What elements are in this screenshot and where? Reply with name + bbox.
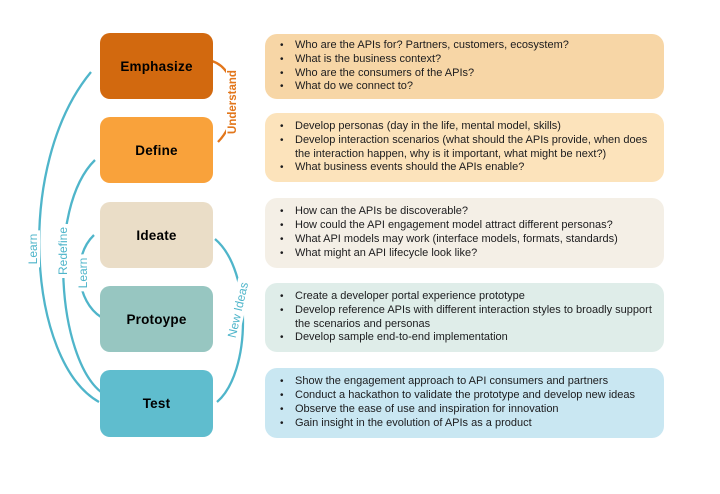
bullet-item: Show the engagement approach to API cons… <box>277 375 652 389</box>
arrow-label-new-ideas: New Ideas <box>224 277 252 343</box>
bullet-item: Create a developer portal experience pro… <box>277 290 652 304</box>
bullet-item: Conduct a hackathon to validate the prot… <box>277 389 652 403</box>
bullet-list-protoype: Create a developer portal experience pro… <box>277 290 652 345</box>
bullet-list-define: Develop personas (day in the life, menta… <box>277 120 652 175</box>
arrow-label-learn-inner: Learn <box>76 254 90 292</box>
arrow-label-learn-outer: Learn <box>26 230 40 268</box>
stage-label-ideate: Ideate <box>136 227 177 243</box>
stage-label-emphasize: Emphasize <box>120 58 193 74</box>
stage-box-emphasize: Emphasize <box>100 33 213 99</box>
stage-label-protoype: Protoype <box>126 311 187 327</box>
bullet-item: Gain insight in the evolution of APIs as… <box>277 417 652 431</box>
bullet-item: Develop sample end-to-end implementation <box>277 331 652 345</box>
bullet-item: What is the business context? <box>277 53 652 67</box>
bullet-item: Develop personas (day in the life, menta… <box>277 120 652 134</box>
bullet-item: What API models may work (interface mode… <box>277 233 652 247</box>
stage-box-test: Test <box>100 370 213 437</box>
bullet-list-test: Show the engagement approach to API cons… <box>277 375 652 430</box>
arrow-label-redefine: Redefine <box>56 223 70 279</box>
bullet-item: Observe the ease of use and inspiration … <box>277 403 652 417</box>
bullet-list-ideate: How can the APIs be discoverable?How cou… <box>277 205 652 260</box>
bullet-list-emphasize: Who are the APIs for? Partners, customer… <box>277 39 652 94</box>
stage-box-protoype: Protoype <box>100 286 213 352</box>
panel-define: Develop personas (day in the life, menta… <box>265 113 664 182</box>
bullet-item: How can the APIs be discoverable? <box>277 205 652 219</box>
stage-box-define: Define <box>100 117 213 183</box>
panel-test: Show the engagement approach to API cons… <box>265 368 664 438</box>
bullet-item: Who are the APIs for? Partners, customer… <box>277 39 652 53</box>
panel-ideate: How can the APIs be discoverable?How cou… <box>265 198 664 268</box>
bullet-item: Develop interaction scenarios (what shou… <box>277 134 652 162</box>
bullet-item: What might an API lifecycle look like? <box>277 247 652 261</box>
arrow-label-understand: Understand <box>226 67 240 137</box>
panel-protoype: Create a developer portal experience pro… <box>265 283 664 352</box>
stage-box-ideate: Ideate <box>100 202 213 268</box>
bullet-item: What do we connect to? <box>277 80 652 94</box>
bullet-item: Who are the consumers of the APIs? <box>277 67 652 81</box>
bullet-item: Develop reference APIs with different in… <box>277 304 652 332</box>
bullet-item: What business events should the APIs ena… <box>277 161 652 175</box>
panel-emphasize: Who are the APIs for? Partners, customer… <box>265 34 664 99</box>
stage-label-test: Test <box>142 396 171 411</box>
bullet-item: How could the API engagement model attra… <box>277 219 652 233</box>
stage-label-define: Define <box>135 142 178 158</box>
